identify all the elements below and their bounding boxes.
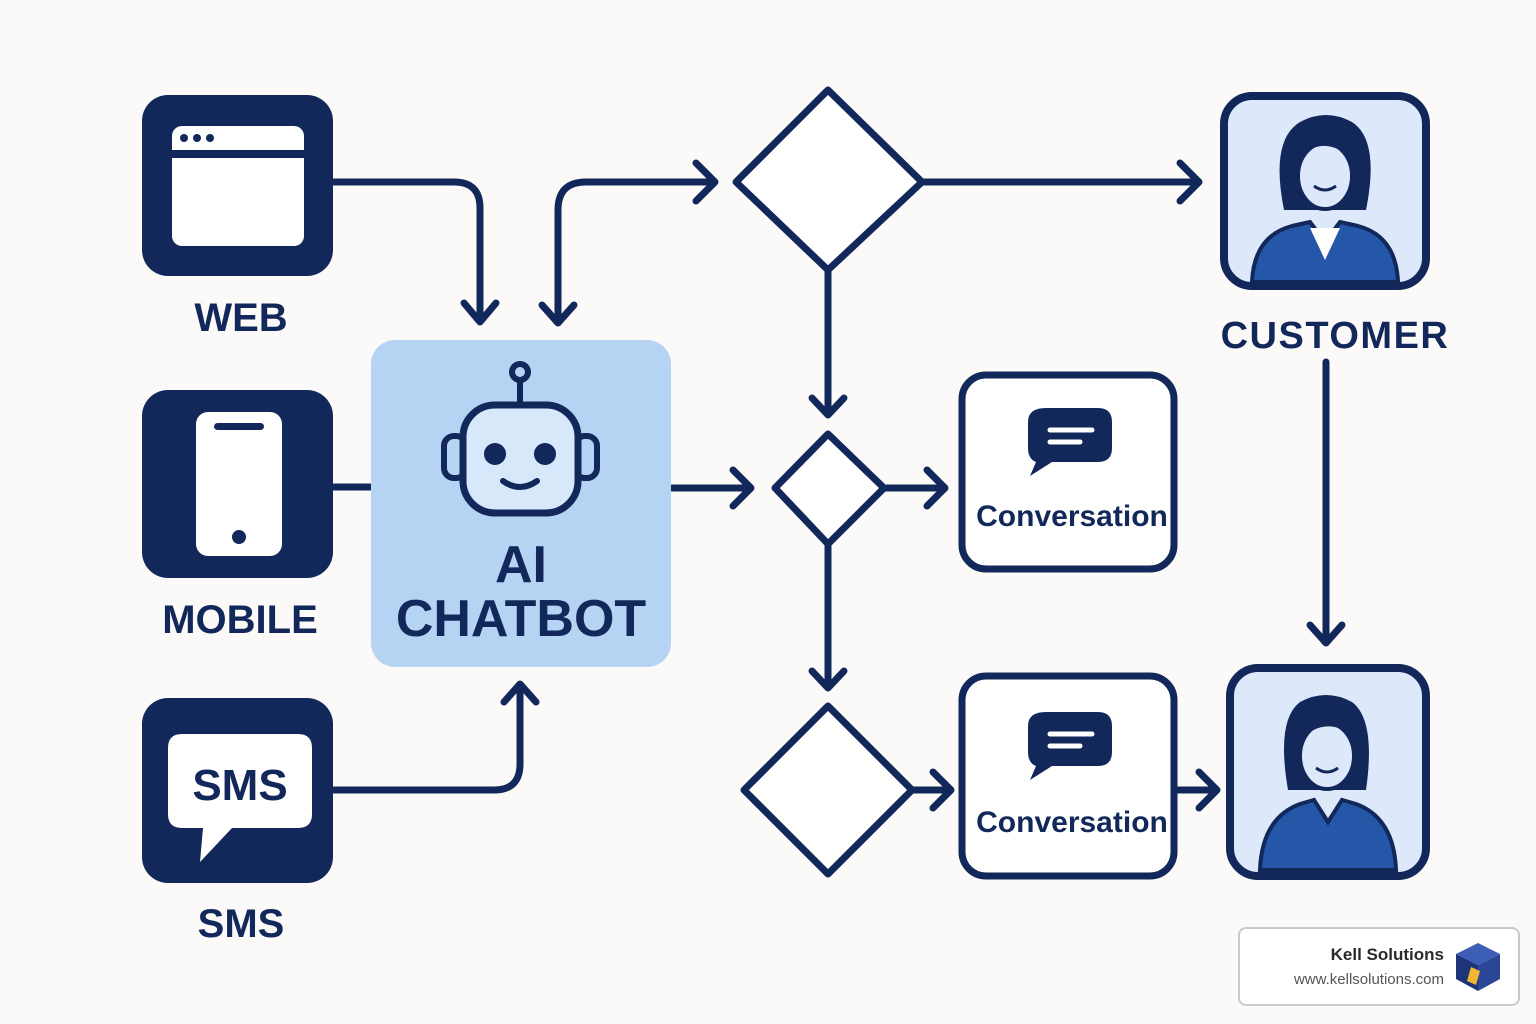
- branding-badge: Kell Solutions www.kellsolutions.com: [1238, 927, 1520, 1006]
- sms-channel: SMS SMS: [142, 698, 333, 946]
- decision-diamond-middle: [771, 430, 888, 548]
- decision-diamond-top: [732, 86, 926, 274]
- brand-url: www.kellsolutions.com: [1293, 971, 1444, 988]
- smartphone-icon: [196, 412, 282, 556]
- connector-web-to-chatbot: [330, 178, 484, 322]
- arrowhead: [923, 466, 949, 510]
- web-label: WEB: [194, 296, 287, 340]
- arrowhead: [929, 768, 955, 812]
- arrowhead: [1306, 621, 1346, 647]
- agent-node: [1226, 664, 1430, 880]
- chat-bubble-icon: [1028, 712, 1112, 780]
- person-icon: [1257, 695, 1399, 872]
- arrowhead: [460, 299, 500, 326]
- browser-icon: [172, 126, 304, 246]
- arrowhead: [808, 394, 848, 419]
- conversation-label-2: Conversation: [976, 806, 1168, 839]
- arrowhead: [808, 667, 848, 692]
- mobile-channel: MOBILE: [142, 390, 333, 642]
- arrowhead: [729, 466, 755, 510]
- ai-chatbot-node: AI CHATBOT: [371, 340, 671, 667]
- connectors: [330, 159, 1346, 812]
- person-icon: [1249, 115, 1401, 284]
- customer-node: CUSTOMER: [1220, 92, 1450, 357]
- connector-chatbot-to-top-decision: [554, 178, 716, 324]
- decision-diamond-bottom: [740, 702, 916, 878]
- conversation-label-1: Conversation: [976, 500, 1168, 533]
- connector-sms-to-chatbot: [330, 686, 524, 794]
- mobile-label: MOBILE: [162, 598, 318, 642]
- chatbot-label-line1: AI: [495, 536, 547, 594]
- cube-logo-icon: [1456, 943, 1500, 991]
- sms-bubble-text: SMS: [192, 761, 287, 810]
- customer-label: CUSTOMER: [1221, 315, 1450, 357]
- robot-icon: [441, 361, 600, 517]
- conversation-node-1: Conversation: [958, 371, 1178, 573]
- arrowhead: [538, 301, 578, 327]
- brand-name: Kell Solutions: [1330, 945, 1444, 964]
- web-channel: WEB: [142, 95, 333, 340]
- arrowhead: [692, 159, 719, 205]
- chatbot-label-line2: CHATBOT: [396, 590, 647, 648]
- sms-label: SMS: [198, 902, 285, 946]
- conversation-node-2: Conversation: [958, 672, 1178, 880]
- arrowhead: [500, 680, 540, 706]
- chat-bubble-icon: [1028, 408, 1112, 476]
- sms-bubble-icon: SMS: [168, 734, 312, 862]
- arrowhead: [1176, 159, 1203, 205]
- arrowhead: [1195, 768, 1221, 812]
